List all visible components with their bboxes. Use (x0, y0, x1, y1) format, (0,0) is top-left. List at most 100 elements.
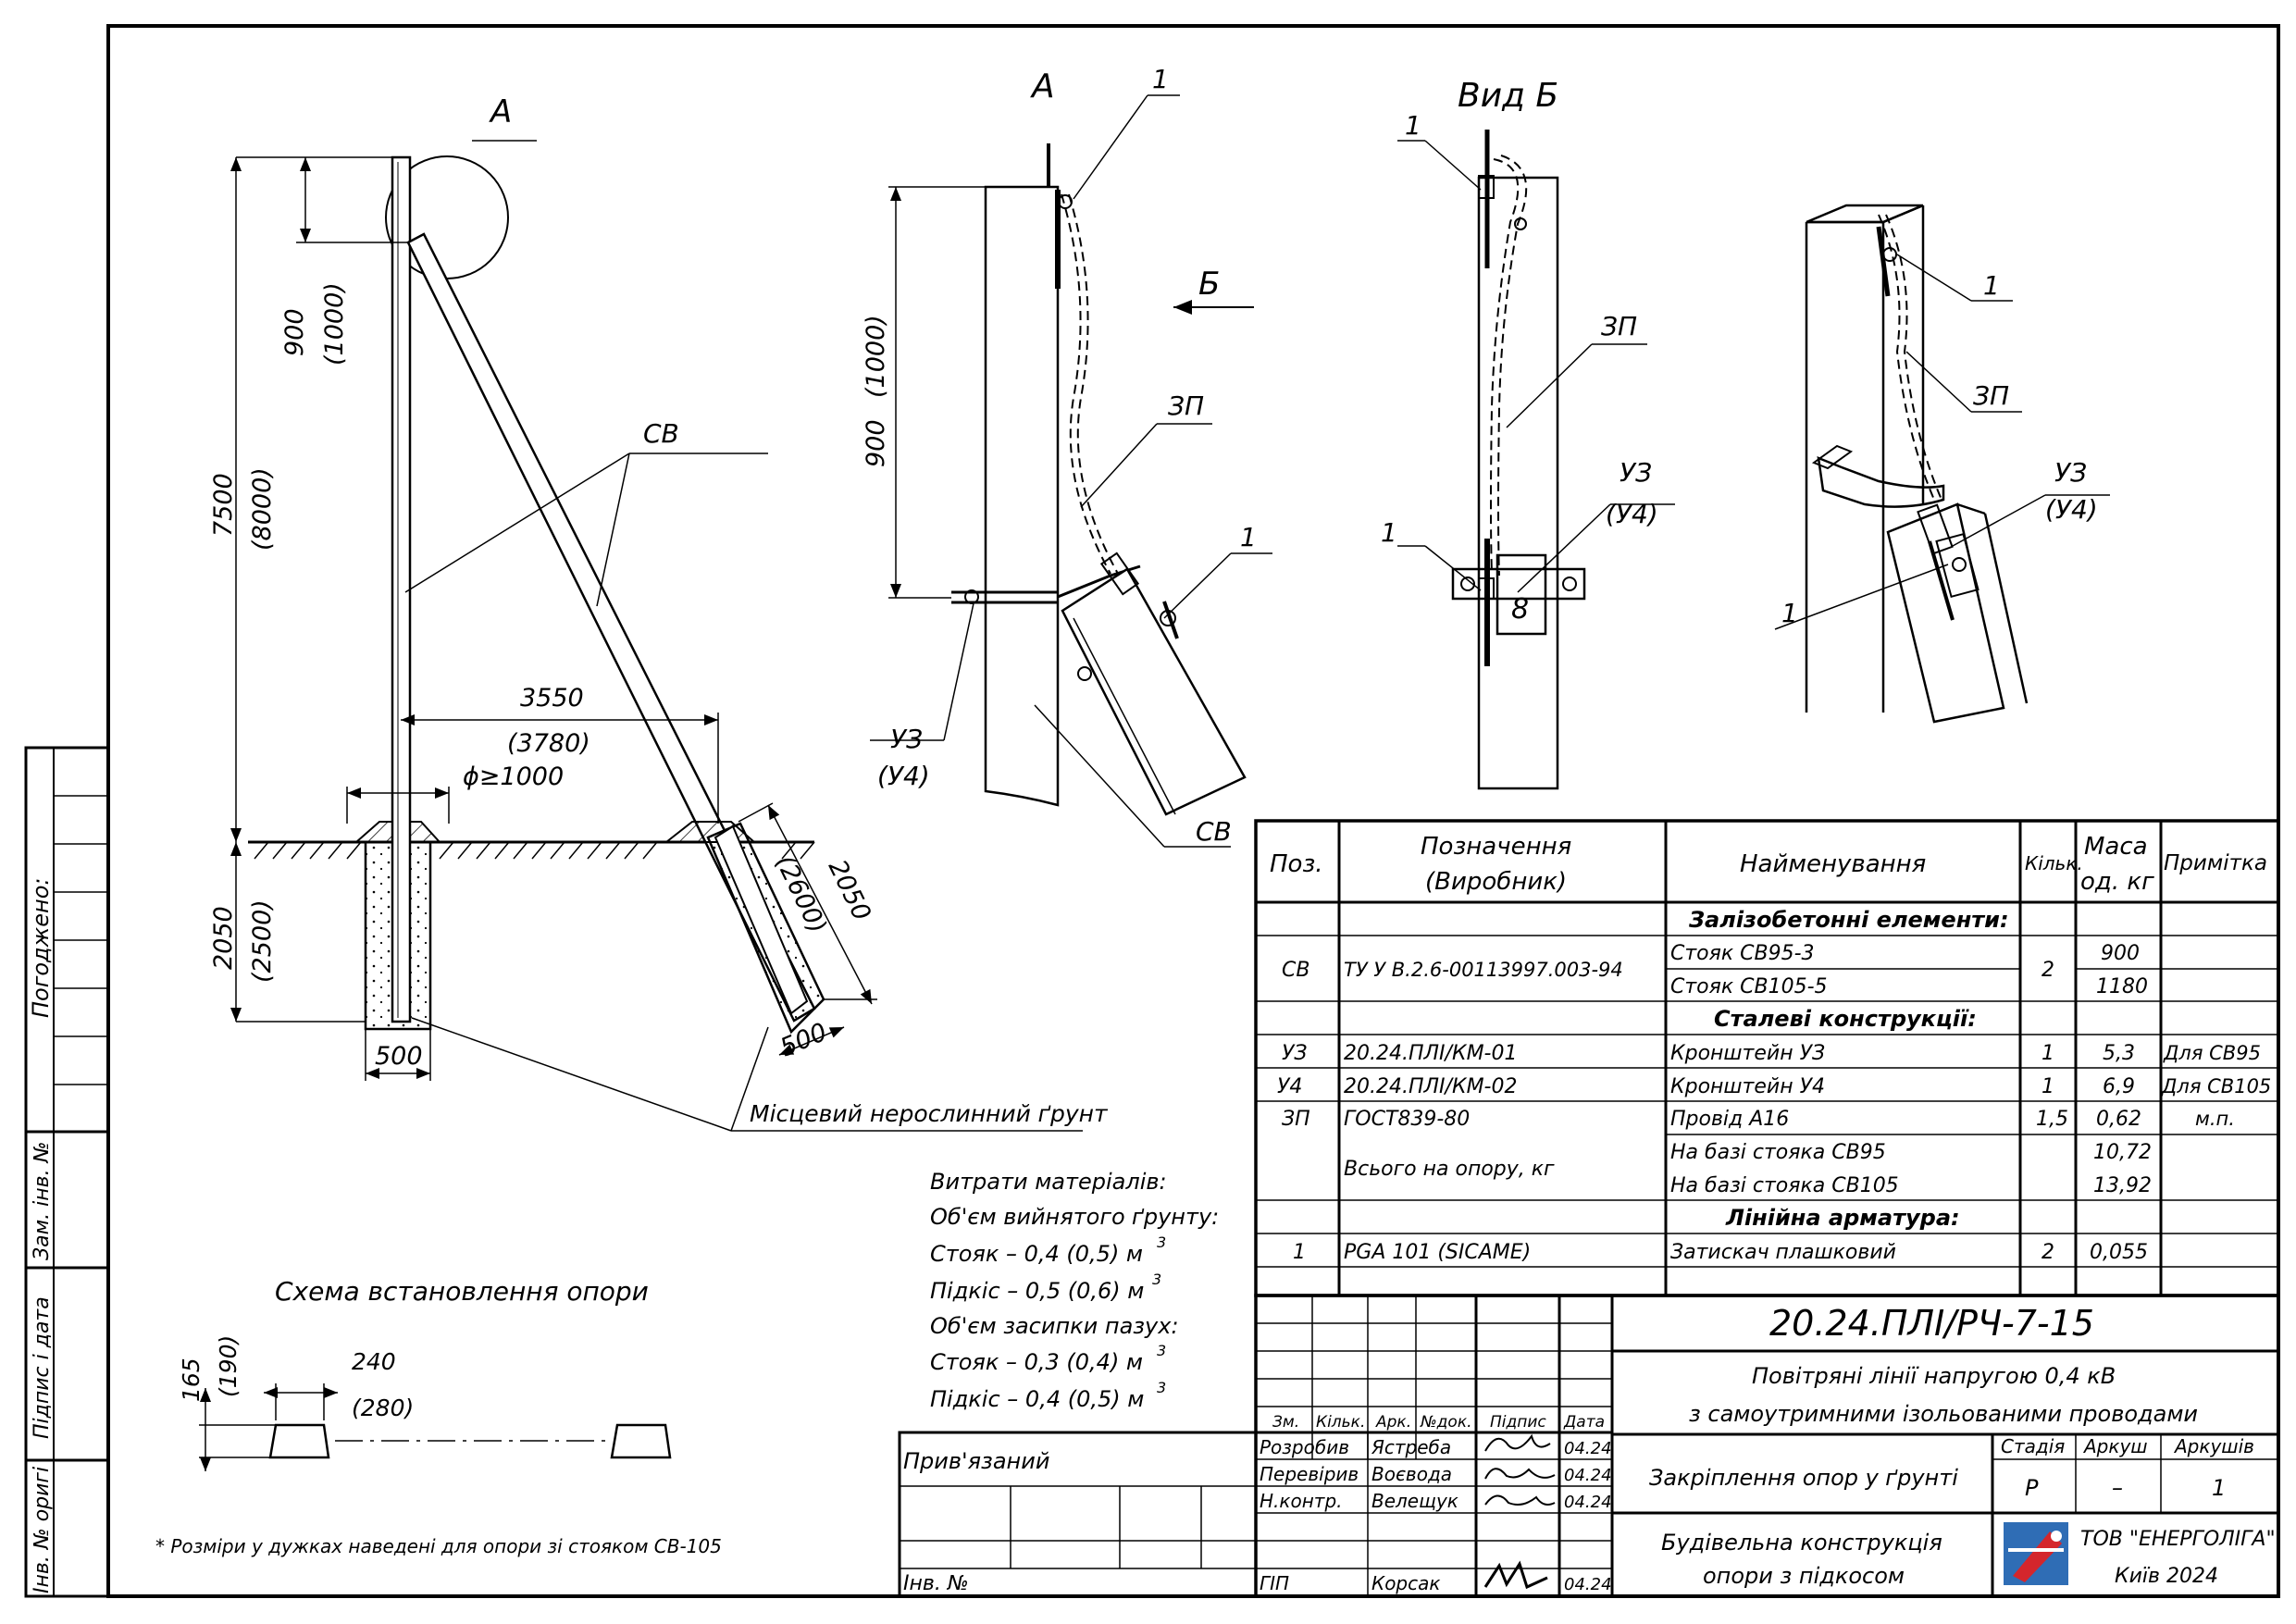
section-steel: Сталеві конструкції: (1714, 1006, 1977, 1032)
row-u4-note: Для СВ105 (2161, 1075, 2271, 1097)
drawing-title-2: опори з підкосом (1703, 1563, 1905, 1589)
view-b-post (1477, 176, 1559, 790)
row-total-label: Всього на опору, кг (1344, 1158, 1555, 1181)
row-sv-pos: СВ (1282, 959, 1309, 982)
iso-wire-label: ЗП (1973, 380, 2009, 411)
elevation-view: А 900 (209, 93, 1109, 1132)
row-u3-designation: 20.24.ПЛІ/КМ-01 (1344, 1042, 1518, 1065)
row-sv-name-1: Стояк СВ95-3 (1670, 942, 1815, 965)
row-u3-pos: УЗ (1282, 1042, 1308, 1065)
soil-note: Місцевий нерослинний ґрунт (750, 1100, 1109, 1127)
date-norm-control: 04.24 (1564, 1493, 1612, 1512)
dim-top-alt: (1000) (320, 282, 349, 366)
dim-height-alt: (8000) (248, 467, 277, 551)
row-clamp-mass: 0,055 (2090, 1241, 2148, 1264)
row-u3-mass: 5,3 (2103, 1042, 2135, 1065)
hdr-designation-1: Позначення (1421, 833, 1571, 861)
detail-a-bracket-base: УЗ (890, 724, 923, 754)
dim-width-left: 500 (375, 1042, 423, 1071)
chg-hdr-doc: №док. (1420, 1413, 1472, 1432)
dim-height-base: 7500 (209, 473, 238, 537)
cube-exp-1: 3 (1157, 1233, 1166, 1251)
iso-pos1-top: 1 (1983, 270, 2000, 301)
company-logo (2004, 1522, 2068, 1585)
detail-a-pos1-top: 1 (1152, 64, 1169, 94)
row-u4-designation: 20.24.ПЛІ/КМ-02 (1344, 1075, 1518, 1098)
company-city: Київ 2024 (2115, 1565, 2218, 1588)
view-b: Вид Б 8 1 ЗП УЗ (У4) 1 (1381, 77, 1675, 790)
row-zp-designation: ГОСТ839-80 (1344, 1108, 1470, 1131)
row-sv-mass-1: 900 (2101, 942, 2140, 965)
detail-a-title: А (1030, 68, 1055, 105)
row-zp-name: Провід А16 (1670, 1108, 1789, 1131)
role-developed: Розробив (1260, 1436, 1349, 1458)
sheet-title: Закріплення опор у ґрунті (1649, 1465, 1958, 1491)
scheme-dim-h-base: 165 (178, 1357, 205, 1402)
view-b-bracket-base: УЗ (1620, 457, 1652, 488)
dim-spacing-alt: (3780) (507, 729, 590, 758)
view-b-pos1-bottom: 1 (1381, 517, 1397, 548)
row-total-name-2: На базі стояка СВ105 (1670, 1174, 1899, 1197)
signature-2 (1484, 1468, 1556, 1480)
chg-hdr-zm: Зм. (1272, 1413, 1299, 1432)
spec-table: Поз. Позначення (Виробник) Найменування … (1254, 819, 2280, 1297)
scheme-dim-w-alt: (280) (352, 1395, 414, 1421)
row-clamp-pos: 1 (1293, 1241, 1306, 1264)
materials-bf-strut: Підкіс – 0,4 (0,5) м (930, 1386, 1144, 1412)
dim-strut-depth-base: 2050 (823, 855, 876, 924)
row-total-name-1: На базі стояка СВ95 (1670, 1141, 1886, 1164)
materials-exc-strut: Підкіс – 0,5 (0,6) м (930, 1278, 1144, 1304)
section-concrete: Залізобетонні елементи: (1688, 907, 2009, 933)
detail-a-callout: А (489, 93, 512, 130)
iso-pos1-bottom: 1 (1781, 598, 1798, 628)
detail-a-post (984, 185, 1060, 807)
scheme-title: Схема встановлення опори (275, 1276, 649, 1307)
dim-spacing-base: 3550 (520, 684, 584, 713)
left-approval-strip: Погоджено: (24, 746, 110, 1134)
hdr-name: Найменування (1740, 850, 1926, 878)
chg-hdr-date: Дата (1563, 1413, 1605, 1432)
left-inventory-strip: Зам. інв. № Підпис і дата Інв. № оригі (24, 1130, 110, 1598)
hdr-qty: Кільк. (2025, 852, 2083, 874)
date-developed: 04.24 (1564, 1439, 1612, 1458)
hdr-note: Примітка (2164, 851, 2267, 875)
dim-depth-base: 2050 (209, 906, 238, 970)
row-clamp-name: Затискач плашковий (1670, 1241, 1896, 1264)
dim-width-right: 500 (776, 1018, 832, 1063)
materials-bf-post: Стояк – 0,3 (0,4) м (930, 1349, 1143, 1375)
materials-exc-post: Стояк – 0,4 (0,5) м (930, 1241, 1143, 1267)
materials-excavated: Об'єм вийнятого ґрунту: (930, 1204, 1219, 1230)
row-zp-qty: 1,5 (2036, 1108, 2068, 1131)
hdr-mass-2: од. кг (2080, 868, 2154, 896)
row-sv-designation: ТУ У В.2.6-00113997.003-94 (1344, 959, 1623, 981)
row-clamp-qty: 2 (2042, 1241, 2054, 1264)
name-developed: Ястреба (1371, 1436, 1451, 1458)
role-norm-control: Н.контр. (1260, 1490, 1343, 1512)
row-sv-name-2: Стояк СВ105-5 (1670, 975, 1828, 998)
materials-notes: Витрати матеріалів: Об'єм вийнятого ґрун… (930, 1169, 1219, 1412)
hdr-designation-2: (Виробник) (1425, 868, 1567, 896)
row-total-mass-1: 10,72 (2093, 1141, 2152, 1164)
project-line-2: з самоутримними ізольованими проводами (1689, 1401, 2198, 1427)
row-zp-pos: ЗП (1282, 1108, 1310, 1131)
orig-inv-label: Інв. № оригі (31, 1467, 54, 1593)
iso-bracket-alt: (У4) (2045, 494, 2098, 525)
role-chief-engineer: ГІП (1260, 1572, 1289, 1594)
detail-a-arrow-label: Б (1198, 266, 1220, 303)
materials-title: Витрати матеріалів: (930, 1169, 1167, 1195)
detail-a-bracket-alt: (У4) (877, 761, 930, 791)
name-norm-control: Велещук (1371, 1490, 1458, 1512)
row-clamp-designation: PGA 101 (SICAME) (1344, 1241, 1531, 1264)
approved-label: Погоджено: (28, 878, 54, 1018)
detail-a-strut (1061, 567, 1247, 816)
row-sv-qty: 2 (2042, 959, 2054, 982)
dim-depth-alt: (2500) (248, 899, 277, 983)
iso-bracket-base: УЗ (2054, 457, 2087, 488)
project-line-1: Повітряні лінії напругою 0,4 кВ (1752, 1363, 2116, 1389)
row-u3-qty: 1 (2042, 1042, 2054, 1065)
hdr-pos: Поз. (1270, 850, 1323, 878)
drawing-title-1: Будівельна конструкція (1661, 1530, 1942, 1556)
chg-hdr-qty: Кільк. (1316, 1413, 1365, 1432)
row-u4-pos: У4 (1277, 1075, 1302, 1098)
